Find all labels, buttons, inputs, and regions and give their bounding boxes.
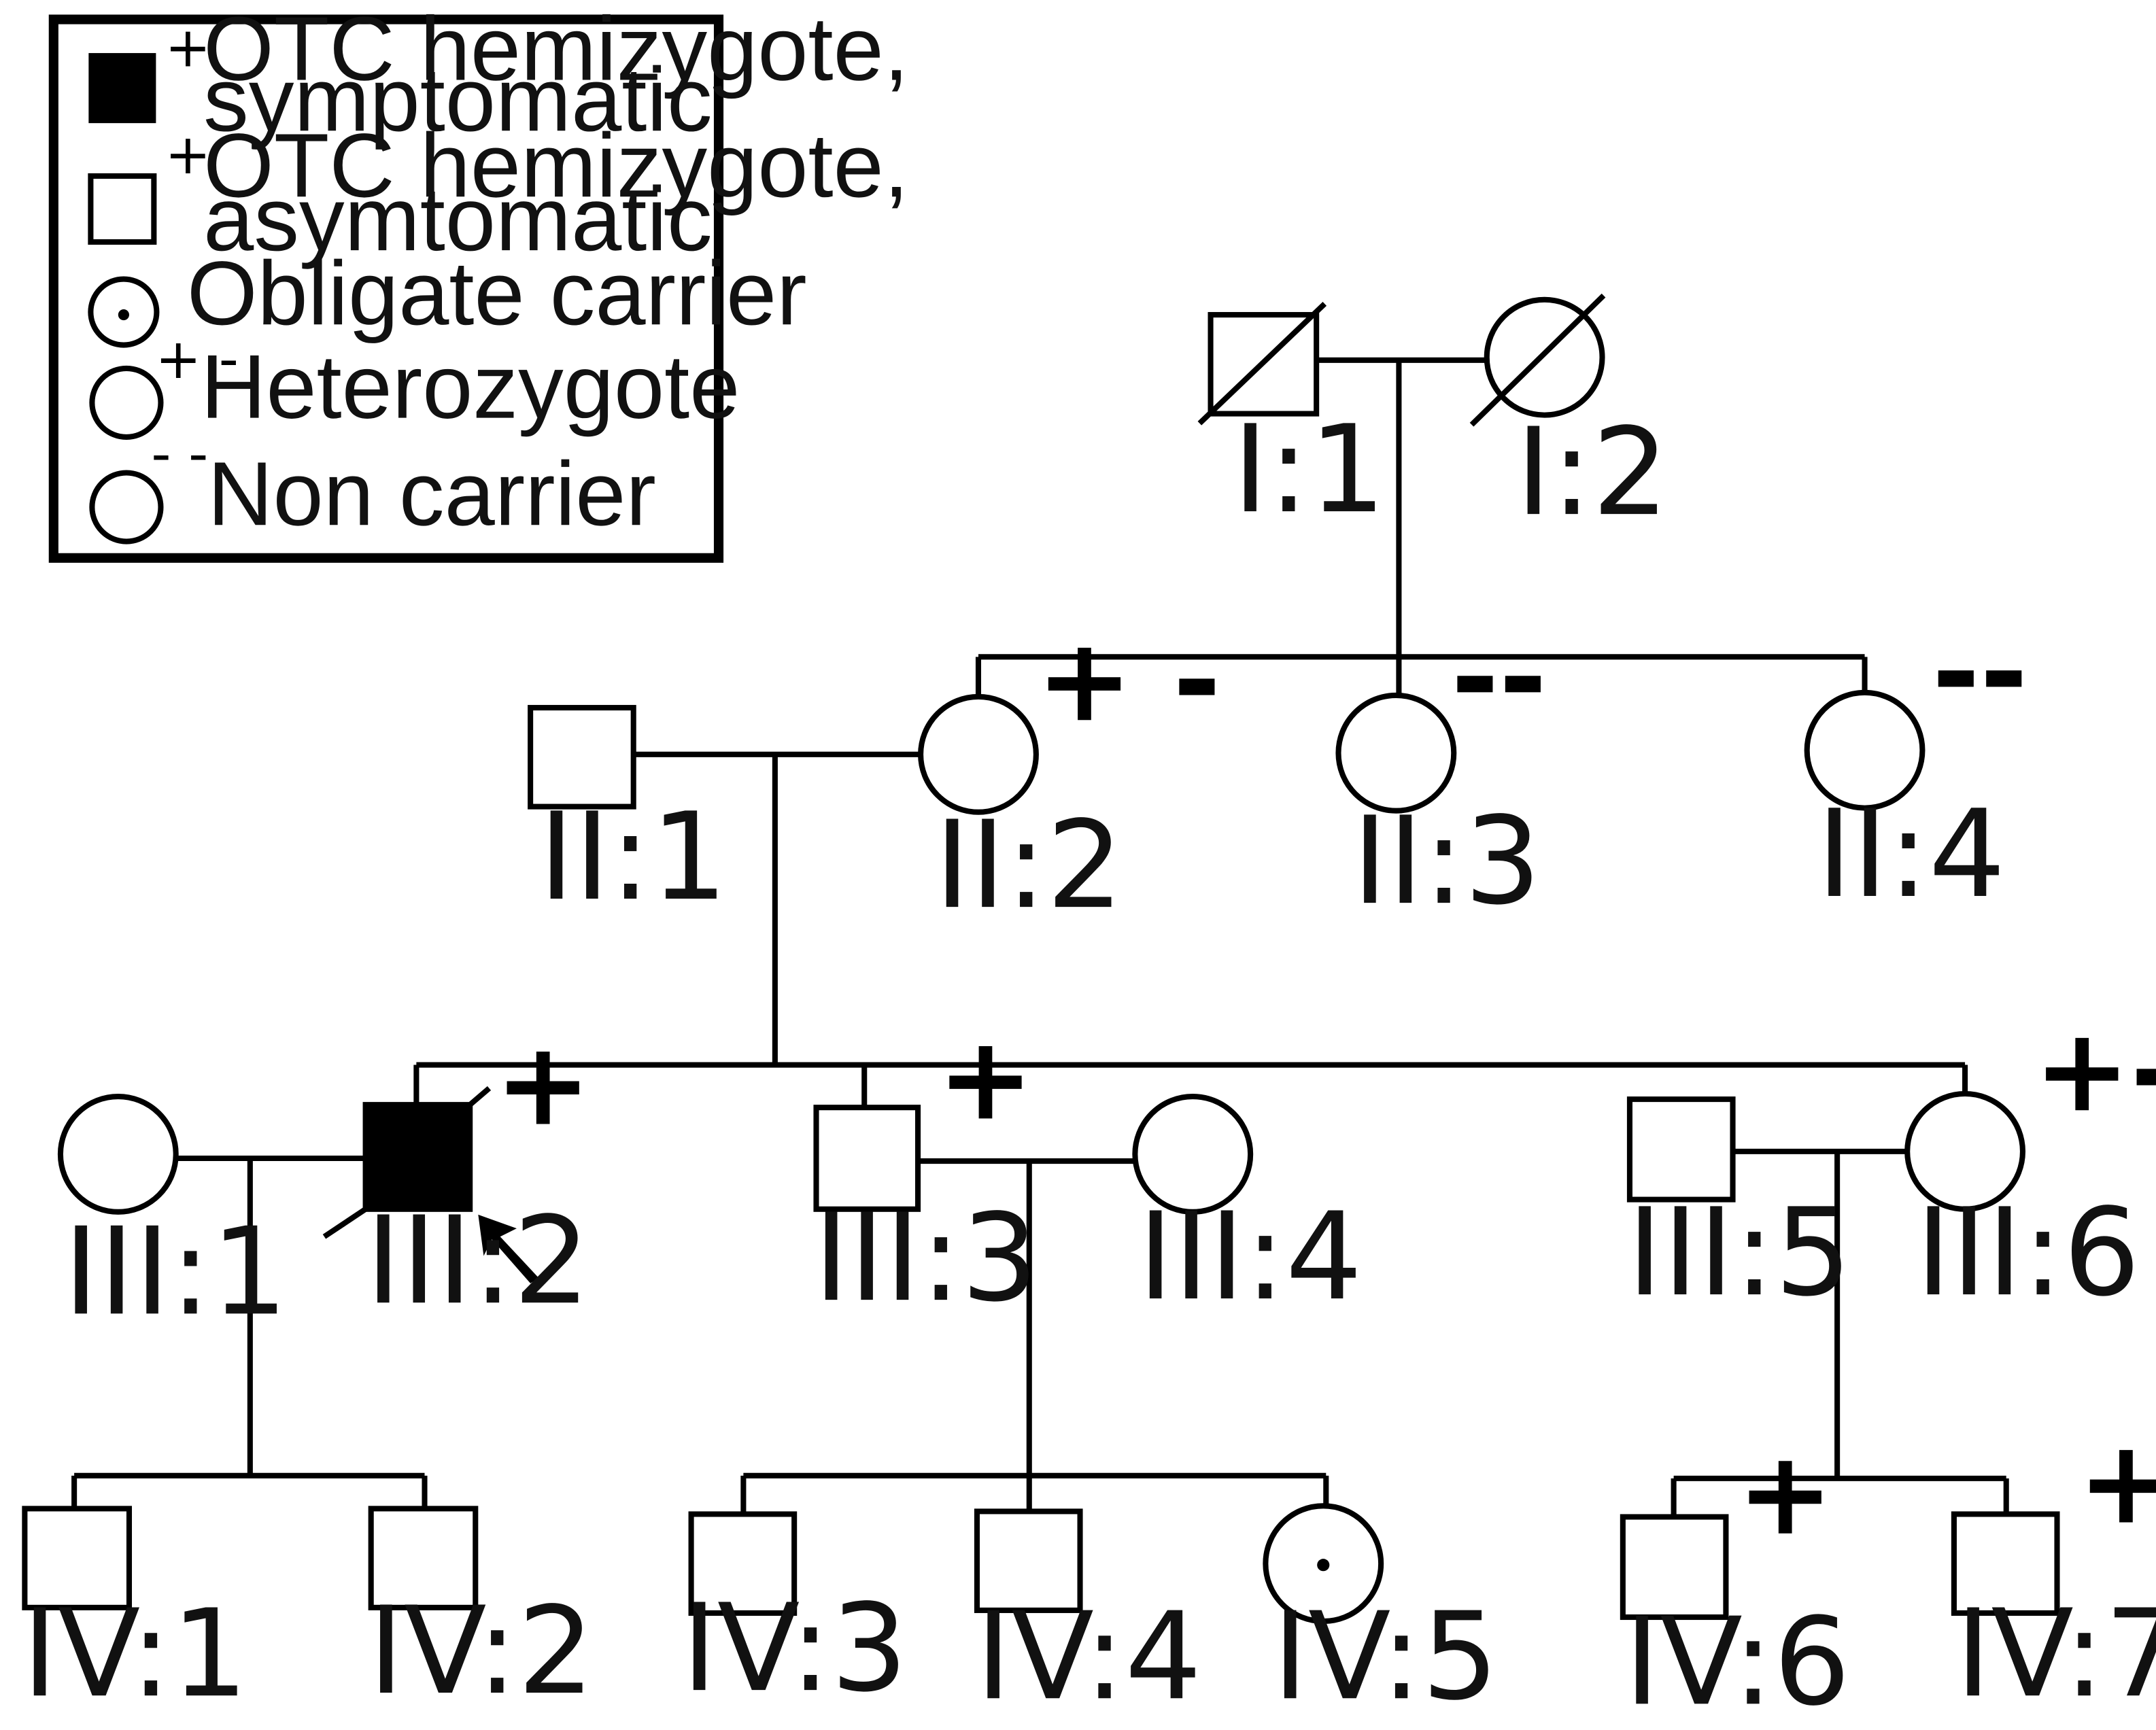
legend-text-noncarrier: Non carrier <box>207 443 656 544</box>
legend-text-obligate: Obligate carrier <box>187 243 807 344</box>
carrier-dot-iv5-icon <box>1317 1559 1330 1572</box>
label-iv4: IV:4 <box>976 1586 1202 1727</box>
label-iii4: III:4 <box>1137 1186 1362 1327</box>
individual-ii4-female-symbol <box>1804 689 1926 811</box>
genotype-ii2: + - <box>1036 613 1221 748</box>
individual-iii2-affected-male-symbol <box>362 1102 473 1212</box>
legend-sup-hemi-asym: + <box>165 123 211 187</box>
individual-ii2-female-symbol <box>918 693 1039 815</box>
label-i2: I:2 <box>1516 402 1669 542</box>
label-iii5: III:5 <box>1627 1182 1851 1323</box>
individual-iv1-male-symbol <box>22 1506 133 1610</box>
tick-iii2-bottom <box>322 1207 367 1239</box>
legend-sup-hemi-sym: + <box>165 16 211 80</box>
legend-dot-icon <box>118 309 129 321</box>
individual-ii3-female-symbol <box>1335 692 1457 814</box>
label-ii2: II:2 <box>934 795 1123 935</box>
deceased-slash-i1 <box>1197 301 1327 426</box>
legend-hetero-circle-icon <box>89 365 164 440</box>
individual-iv3-male-symbol <box>688 1511 798 1616</box>
label-ii1: II:1 <box>538 786 728 927</box>
individual-iii4-female-symbol <box>1132 1094 1254 1215</box>
label-iv3: IV:3 <box>681 1578 908 1718</box>
generation-ii: II:1 + - II:2 -- II:3 -- II:4 <box>528 605 2028 935</box>
genotype-ii4: -- <box>1932 605 2028 740</box>
genotype-iii6: +- <box>2034 1003 2156 1138</box>
genotype-iii3: + <box>937 1011 1033 1146</box>
legend-text-hemi-sym-2: symptomatic <box>203 49 713 150</box>
individual-iv2-male-symbol <box>368 1506 479 1610</box>
proband-arrow-icon <box>478 1214 539 1283</box>
deceased-slash-i2 <box>1469 293 1606 427</box>
legend-text-hemi-asym-1: OTC hemizygote, <box>203 115 909 216</box>
individual-iv7-male-symbol <box>1951 1511 2060 1616</box>
genotype-ii3: -- <box>1451 610 1547 745</box>
legend-sup-hetero: + - <box>155 328 239 392</box>
legend: + OTC hemizygote, symptomatic + OTC hemi… <box>48 0 909 563</box>
label-i1: I:1 <box>1233 399 1386 540</box>
generation-iii: III:1 + III:2 + III:3 III:4 III:5 +- III… <box>57 1003 2156 1342</box>
label-iii1: III:1 <box>63 1201 288 1342</box>
label-iv5: IV:5 <box>1272 1586 1499 1727</box>
legend-text-hemi-asym-2: asymtomatic <box>203 169 713 270</box>
individual-iii1-female-symbol <box>57 1094 179 1215</box>
individual-ii1-male-symbol <box>528 705 636 810</box>
genotype-iii2: + <box>495 1017 592 1152</box>
individual-iv4-male-symbol <box>974 1508 1083 1613</box>
label-iv1: IV:1 <box>22 1583 248 1724</box>
legend-text-hemi-sym-1: OTC hemizygote, <box>203 0 909 99</box>
generation-iv: IV:1 IV:2 IV:3 IV:4 IV:5 + IV:6 + IV:7 <box>22 1416 2156 1730</box>
label-iii6: III:6 <box>1915 1182 2140 1323</box>
tick-iii2-top <box>468 1086 492 1107</box>
label-iv7: IV:7 <box>1955 1583 2156 1724</box>
legend-sup-noncarrier: - - <box>151 422 208 486</box>
individual-iii3-male-symbol <box>813 1105 921 1212</box>
genotype-iv7: + <box>2078 1416 2156 1551</box>
genotype-iv6: + <box>1737 1427 1834 1561</box>
pedigree-lines <box>71 357 2009 1517</box>
label-iii3: III:3 <box>813 1188 1038 1328</box>
individual-iii5-male-symbol <box>1626 1096 1736 1203</box>
legend-frame <box>48 14 724 563</box>
legend-noncarrier-circle-icon <box>89 470 164 544</box>
individual-iii6-female-symbol <box>1904 1090 2026 1212</box>
legend-filled-square-icon <box>88 53 156 124</box>
generation-i: I:1 I:2 <box>1197 293 1669 542</box>
legend-text-hetero: Heterozygote <box>201 336 740 438</box>
label-iv2: IV:2 <box>369 1580 595 1721</box>
label-ii4: II:4 <box>1817 784 2006 924</box>
label-iv6: IV:6 <box>1624 1591 1851 1730</box>
individual-iv6-male-symbol <box>1620 1514 1729 1621</box>
label-ii3: II:3 <box>1352 791 1541 931</box>
legend-open-square-icon <box>88 173 157 245</box>
label-iii2: III:2 <box>366 1190 590 1331</box>
